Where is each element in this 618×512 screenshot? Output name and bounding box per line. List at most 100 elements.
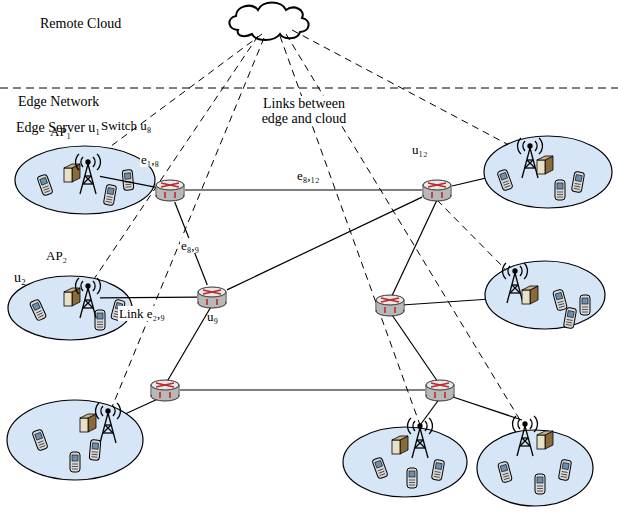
icon-stroke	[504, 478, 510, 480]
icon-stroke	[125, 184, 131, 186]
mobile-device-icon	[431, 459, 444, 480]
icon-stroke	[38, 315, 43, 318]
icon-stroke	[415, 440, 423, 448]
edge-cluster	[15, 146, 155, 214]
mobile-device-icon	[103, 184, 116, 205]
mobile-device-icon	[497, 169, 513, 191]
icon-stroke	[505, 186, 511, 188]
icon-stroke	[537, 486, 543, 487]
icon-stroke	[83, 307, 93, 308]
icon-stroke	[510, 292, 520, 293]
region-title: Remote Cloud	[40, 16, 121, 31]
icon-stroke	[520, 438, 528, 446]
icon-stroke	[107, 188, 114, 195]
icon-stroke	[522, 290, 530, 304]
network-link	[227, 197, 422, 290]
ap-tower-icon	[76, 278, 101, 318]
link-label: e₈,₁₂	[296, 168, 321, 183]
icon-stroke	[381, 298, 399, 302]
mobile-device-icon	[498, 461, 513, 483]
icon-stroke	[503, 473, 509, 475]
icon-stroke	[80, 418, 88, 432]
ap-tower-icon	[96, 403, 121, 443]
mobile-device-icon	[558, 459, 571, 480]
network-link	[100, 176, 155, 187]
icon-stroke	[76, 278, 101, 294]
icon-stroke	[444, 392, 446, 398]
icon-stroke	[106, 199, 112, 200]
edge-cluster	[484, 136, 612, 208]
mobile-device-icon	[95, 310, 105, 330]
edge-server-icon	[64, 288, 80, 306]
icon-stroke	[555, 292, 562, 299]
node-label: Switch u₈	[101, 118, 151, 133]
icon-stroke	[435, 471, 441, 472]
icon-stroke	[64, 168, 72, 182]
switch-links	[112, 170, 522, 428]
mobile-device-icon	[407, 468, 417, 488]
icon-stroke	[563, 307, 576, 328]
icon-stroke	[164, 192, 166, 198]
icon-stroke	[537, 477, 543, 483]
icon-stroke	[559, 306, 565, 308]
icon-stroke	[574, 186, 580, 187]
icon-stroke	[45, 191, 51, 193]
icon-stroke	[161, 183, 179, 187]
icon-stroke	[567, 311, 574, 318]
icon-stroke	[88, 164, 96, 194]
icon-stroke	[522, 148, 530, 178]
icon-stroke	[537, 156, 553, 160]
access-point-node: AP₂	[76, 278, 100, 318]
link-label: e₁,₈	[140, 152, 160, 167]
icon-stroke	[412, 428, 420, 458]
icon-stroke	[575, 175, 582, 182]
mobile-device-icon	[553, 289, 568, 311]
icon-stroke	[72, 466, 78, 467]
mobile-device-icon	[29, 299, 47, 321]
edge-server-icon	[522, 286, 538, 304]
switch-icon	[156, 180, 184, 201]
icon-stroke	[513, 269, 517, 273]
icon-stroke	[582, 309, 588, 310]
icon-stroke	[97, 327, 103, 328]
icon-stroke	[503, 263, 528, 279]
link-label: e₈,₉	[180, 238, 200, 253]
icon-stroke	[510, 285, 518, 293]
icon-stroke	[91, 456, 97, 458]
icon-stroke	[497, 169, 513, 191]
icon-stroke	[528, 144, 532, 148]
icon-stroke	[566, 322, 572, 323]
icon-stroke	[423, 180, 451, 190]
icon-stroke	[156, 383, 174, 387]
icon-stroke	[431, 459, 444, 480]
icon-stroke	[407, 468, 417, 488]
icon-stroke	[156, 180, 184, 190]
icon-stroke	[32, 429, 48, 451]
edge-cloud-links	[92, 30, 522, 425]
icon-stroke	[103, 184, 116, 205]
access-point-node: AP₁	[76, 154, 100, 194]
icon-stroke	[174, 192, 176, 198]
ap-tower-icon	[408, 418, 433, 458]
icon-stroke	[97, 324, 103, 325]
icon-stroke	[203, 290, 221, 294]
icon-stroke	[156, 383, 174, 387]
icon-stroke	[582, 298, 588, 304]
icon-stroke	[415, 447, 425, 448]
mobile-device-icon	[372, 457, 388, 479]
icon-stroke	[555, 180, 565, 200]
icon-stroke	[517, 426, 525, 456]
icon-stroke	[70, 452, 80, 472]
network-link	[185, 189, 422, 190]
icon-stroke	[535, 474, 545, 494]
icon-stroke	[80, 164, 88, 194]
switch-icon	[426, 380, 454, 401]
icon-stroke	[72, 455, 78, 461]
icon-stroke	[413, 421, 427, 431]
switch-icon	[376, 295, 404, 316]
icon-stroke	[508, 266, 522, 276]
icon-stroke	[81, 157, 95, 167]
icon-stroke	[518, 419, 532, 429]
